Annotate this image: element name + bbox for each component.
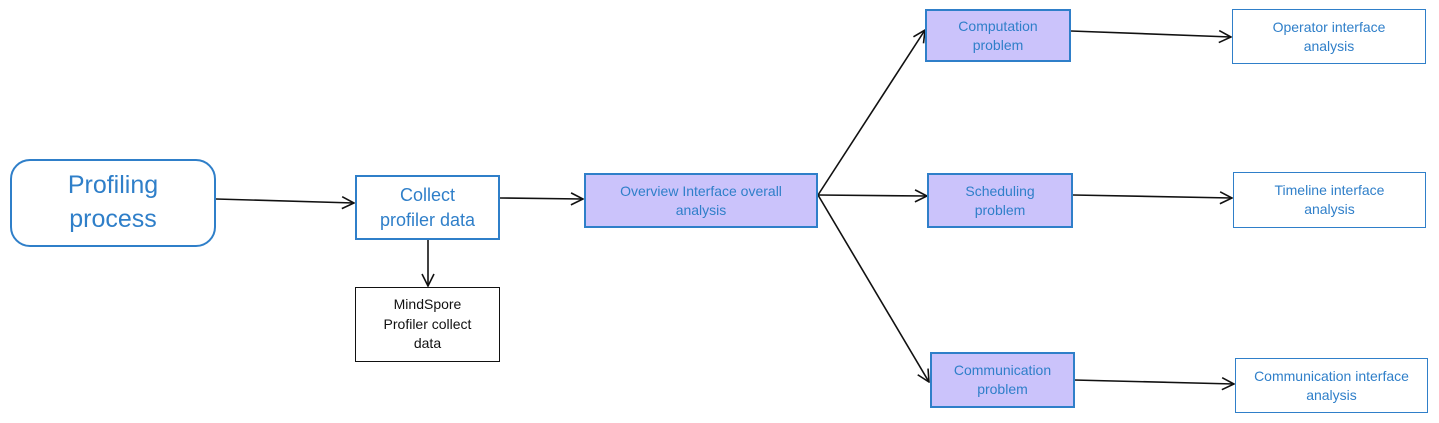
- node-timeline-interface-analysis: Timeline interface analysis: [1233, 172, 1426, 228]
- node-communication-problem: Communication problem: [930, 352, 1075, 408]
- node-label: MindSpore Profiler collect data: [383, 296, 472, 352]
- node-collect-profiler-data: Collect profiler data: [355, 175, 500, 240]
- node-label: Collect profiler data: [379, 185, 476, 230]
- arrow-overview-to-computation: [817, 30, 925, 196]
- node-label: Operator interface analysis: [1272, 18, 1386, 54]
- arrow-overview-to-communication: [817, 194, 929, 382]
- node-label: Profiling process: [67, 171, 159, 233]
- node-operator-interface-analysis: Operator interface analysis: [1232, 9, 1426, 64]
- node-label: Overview Interface overall analysis: [620, 182, 782, 218]
- arrow-collect-to-overview: [499, 198, 583, 199]
- node-label: Scheduling problem: [965, 182, 1035, 218]
- node-label: Communication problem: [953, 362, 1052, 397]
- arrow-profiling-to-collect: [215, 199, 354, 203]
- node-mindspore-profiler: MindSpore Profiler collect data: [355, 287, 500, 362]
- arrow-computation-to-operator: [1070, 31, 1231, 37]
- arrow-overview-to-scheduling: [817, 195, 927, 196]
- node-label: Timeline interface analysis: [1274, 182, 1385, 217]
- node-communication-interface-analysis: Communication interface analysis: [1235, 358, 1428, 413]
- node-label: Communication interface analysis: [1254, 367, 1409, 403]
- node-overview-interface: Overview Interface overall analysis: [584, 173, 818, 228]
- node-scheduling-problem: Scheduling problem: [927, 173, 1073, 228]
- node-label: Computation problem: [958, 17, 1038, 53]
- node-profiling-process: Profiling process: [10, 159, 216, 247]
- arrow-scheduling-to-timeline: [1072, 195, 1232, 198]
- arrow-communication-to-interface: [1073, 380, 1234, 384]
- node-computation-problem: Computation problem: [925, 9, 1071, 62]
